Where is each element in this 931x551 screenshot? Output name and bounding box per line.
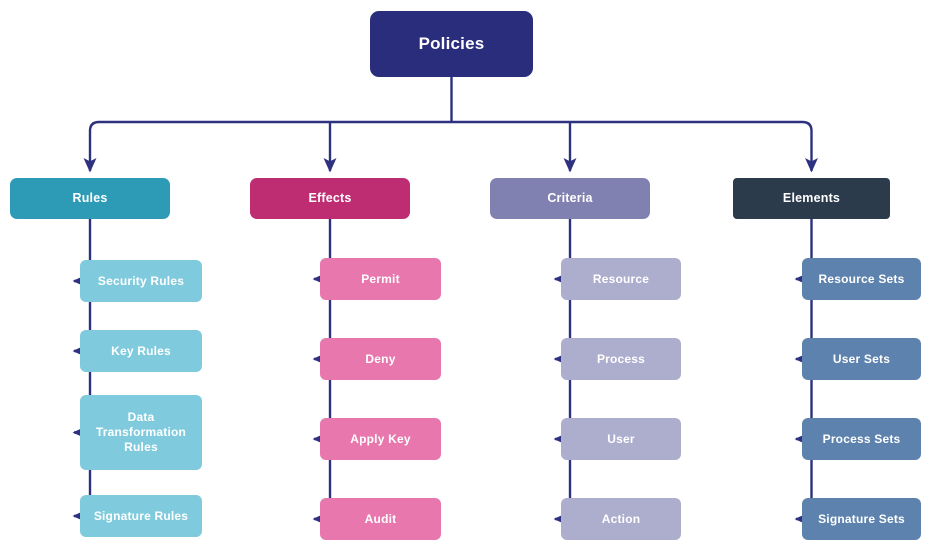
node-label: Key Rules <box>111 343 171 358</box>
leaf-node-signature-rules[interactable]: Signature Rules <box>80 495 202 537</box>
node-label: Action <box>601 511 641 526</box>
node-label: Audit <box>364 511 397 526</box>
node-label: Apply Key <box>350 431 411 446</box>
leaf-node-apply-key[interactable]: Apply Key <box>320 418 441 460</box>
branch-header-effects[interactable]: Effects <box>250 178 410 219</box>
branch-header-criteria[interactable]: Criteria <box>490 178 650 219</box>
leaf-node-resource-sets[interactable]: Resource Sets <box>802 258 921 300</box>
leaf-node-user[interactable]: User <box>561 418 681 460</box>
leaf-node-process-sets[interactable]: Process Sets <box>802 418 921 460</box>
node-label: Resource Sets <box>818 271 905 286</box>
root-node-policies[interactable]: Policies <box>370 11 533 77</box>
leaf-node-user-sets[interactable]: User Sets <box>802 338 921 380</box>
leaf-node-action[interactable]: Action <box>561 498 681 540</box>
bus-horizontal-line <box>99 120 803 124</box>
leaf-node-resource[interactable]: Resource <box>561 258 681 300</box>
edge-root-to-rules <box>83 120 100 173</box>
node-label: Permit <box>361 271 400 286</box>
node-label: Elements <box>782 191 841 206</box>
node-label: Process <box>596 351 646 366</box>
node-label: Resource <box>592 271 650 286</box>
leaf-node-audit[interactable]: Audit <box>320 498 441 540</box>
branch-header-rules[interactable]: Rules <box>10 178 170 219</box>
node-label: Effects <box>308 191 352 206</box>
node-label: Process Sets <box>822 431 901 446</box>
leaf-node-permit[interactable]: Permit <box>320 258 441 300</box>
node-label: User Sets <box>832 351 891 366</box>
node-label: Criteria <box>547 191 593 206</box>
leaf-node-key-rules[interactable]: Key Rules <box>80 330 202 372</box>
leaf-node-security-rules[interactable]: Security Rules <box>80 260 202 302</box>
node-label: Signature Rules <box>93 508 189 523</box>
node-label: Policies <box>418 33 485 53</box>
leaf-node-process[interactable]: Process <box>561 338 681 380</box>
branch-header-elements[interactable]: Elements <box>733 178 890 219</box>
leaf-node-deny[interactable]: Deny <box>320 338 441 380</box>
node-label: Signature Sets <box>818 511 905 526</box>
leaf-node-signature-sets[interactable]: Signature Sets <box>802 498 921 540</box>
node-label: Deny <box>365 351 396 366</box>
node-label: Security Rules <box>97 273 185 288</box>
node-label: Rules <box>72 191 108 206</box>
node-label: User <box>607 431 635 446</box>
edge-root-to-elements <box>802 120 818 173</box>
